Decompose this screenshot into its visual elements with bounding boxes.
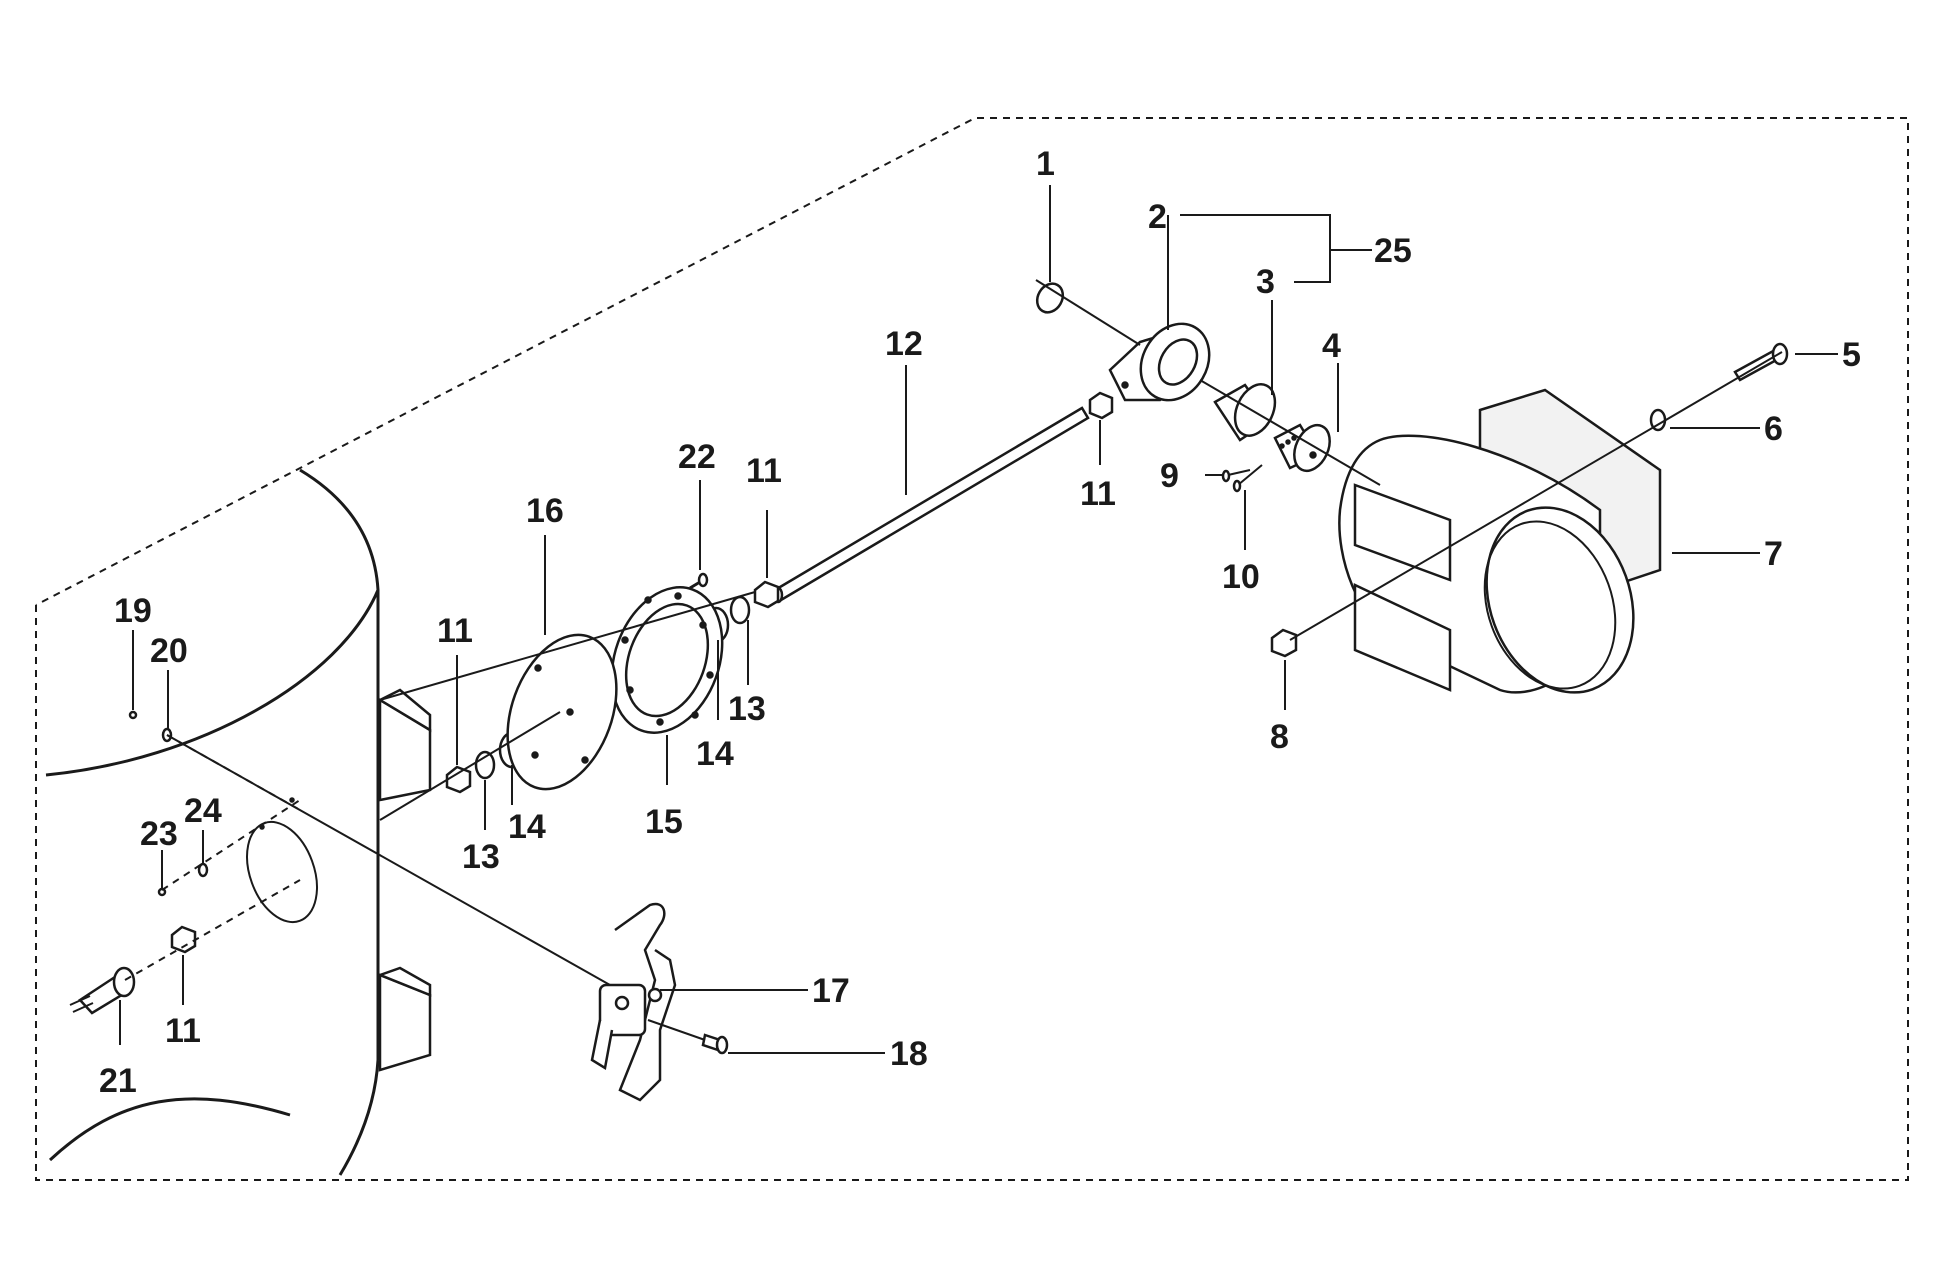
part-labels: 1 2 25 3 4 5 6 7 8 9 10 11 12 11 22 13 1… [99,145,1861,1100]
label-22: 22 [678,438,716,476]
leader-lines [119,185,1838,1054]
label-15: 15 [645,803,683,841]
label-10: 10 [1222,558,1260,596]
label-3: 3 [1256,263,1275,301]
cover-plate [506,633,618,791]
tank-body [45,468,380,1176]
label-23: 23 [140,815,178,853]
assembly-lines [124,279,1783,1041]
washer-front-13 [729,595,751,625]
label-11-shaft-front: 11 [746,452,782,490]
nut-8 [1270,628,1298,658]
nut-shaft-end [1088,391,1114,420]
label-11-shaft-end: 11 [1080,475,1116,513]
eccentric-arm [1108,322,1211,402]
bolt-18 [701,1033,729,1055]
assembly-boundary [35,117,1909,1181]
screw-19 [128,710,138,720]
label-9: 9 [1160,457,1179,495]
label-11-plate: 11 [437,612,473,650]
screw-22 [689,572,709,590]
circlip [1035,282,1065,314]
label-18: 18 [890,1035,928,1073]
gasket-flange [610,586,724,734]
label-25: 25 [1374,232,1412,270]
label-2: 2 [1148,198,1167,236]
label-21: 21 [99,1062,137,1100]
label-12: 12 [885,325,923,363]
nut-shaft-front [753,580,780,609]
washer-plate-13 [474,750,496,780]
label-16: 16 [526,492,564,530]
label-1: 1 [1036,145,1055,183]
label-7: 7 [1764,535,1783,573]
label-8: 8 [1270,718,1289,756]
label-19: 19 [114,592,152,630]
tank-bracket-upper [377,688,432,802]
label-4: 4 [1322,327,1341,365]
label-17: 17 [812,972,850,1010]
label-13-front: 13 [728,690,766,728]
nut-lower [170,925,197,954]
label-24: 24 [184,792,222,830]
screw-9 [1221,469,1251,483]
label-14-plate: 14 [508,808,546,846]
tank-bracket-lower [376,966,432,1072]
nut-plate [445,765,472,794]
label-14-front: 14 [696,735,734,773]
latch-clamp [590,902,677,1102]
label-13-plate: 13 [462,838,500,876]
motor [1338,388,1662,694]
label-5: 5 [1842,336,1861,374]
label-11-lower: 11 [165,1012,201,1050]
screw-10 [1232,464,1263,493]
bushing [1273,423,1331,473]
label-6: 6 [1764,410,1783,448]
shaft [772,406,1090,604]
pin-21 [69,966,136,1015]
tank-opening [246,820,318,924]
label-20: 20 [150,632,188,670]
